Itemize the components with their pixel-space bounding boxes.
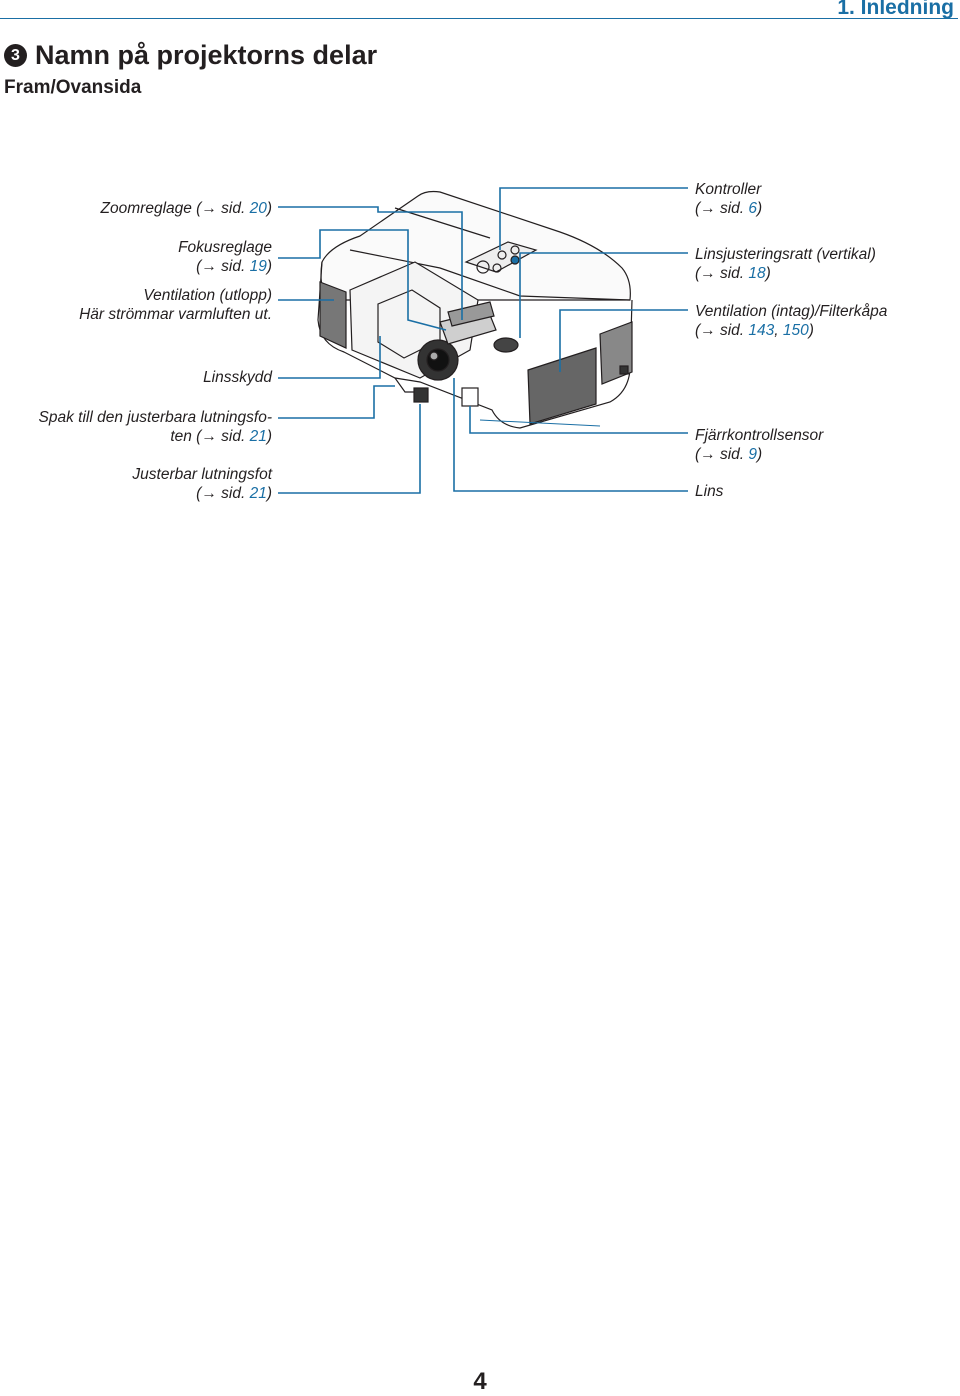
leader-lens xyxy=(453,378,688,492)
leader-tilt-foot xyxy=(278,404,421,494)
label-vent-in: Ventilation (intag)/Filterkåpa (→ sid. 1… xyxy=(695,303,888,339)
leader-lines xyxy=(278,187,688,494)
label-tilt-lever: Spak till den justerbara lutningsfo- ten… xyxy=(38,409,273,445)
leader-lens-shift xyxy=(519,252,688,338)
projector-drawing xyxy=(317,190,633,429)
leader-zoom xyxy=(278,206,463,320)
leader-lens-cap xyxy=(278,336,381,379)
label-lens-shift: Linsjusteringsratt (vertikal) (→ sid. 18… xyxy=(695,246,876,282)
leader-focus xyxy=(278,229,447,331)
remote-sensor-shape xyxy=(461,387,479,407)
leader-vent-in xyxy=(559,309,688,372)
page-number: 4 xyxy=(473,1368,487,1395)
label-remote-sensor: Fjärrkontrollsensor (→ sid. 9) xyxy=(695,427,824,463)
label-focus: Fokusreglage (→ sid. 19) xyxy=(178,239,272,275)
projector-body xyxy=(317,261,633,429)
projector-illustration xyxy=(278,187,688,494)
section-heading: 3 Namn på projektorns delar xyxy=(4,40,377,71)
tilt-foot-shape xyxy=(413,387,429,403)
leader-tilt-lever xyxy=(278,385,395,419)
vent-left xyxy=(319,281,347,349)
lens-shift-dial xyxy=(493,337,519,353)
vent-right xyxy=(527,347,597,425)
section-title: Namn på projektorns delar xyxy=(35,40,378,70)
projector-ridge xyxy=(349,249,631,301)
label-lens: Lins xyxy=(695,483,724,500)
chapter-header: 1. Inledning xyxy=(0,0,958,19)
label-tilt-foot: Justerbar lutningsfot (→ sid. 21) xyxy=(132,466,272,502)
chapter-title: 1. Inledning xyxy=(837,0,954,19)
leader-remote-sensor xyxy=(469,406,688,434)
label-vent-out: Ventilation (utlopp) Här strömmar varmlu… xyxy=(79,287,272,323)
section-number-badge: 3 xyxy=(4,44,27,67)
leader-controls xyxy=(499,187,688,250)
label-zoom: Zoomreglage (→ sid. 20) xyxy=(100,200,272,217)
label-controls: Kontroller (→ sid. 6) xyxy=(695,181,763,217)
section-subtitle: Fram/Ovansida xyxy=(4,77,142,98)
label-lens-cap: Linsskydd xyxy=(203,369,272,386)
